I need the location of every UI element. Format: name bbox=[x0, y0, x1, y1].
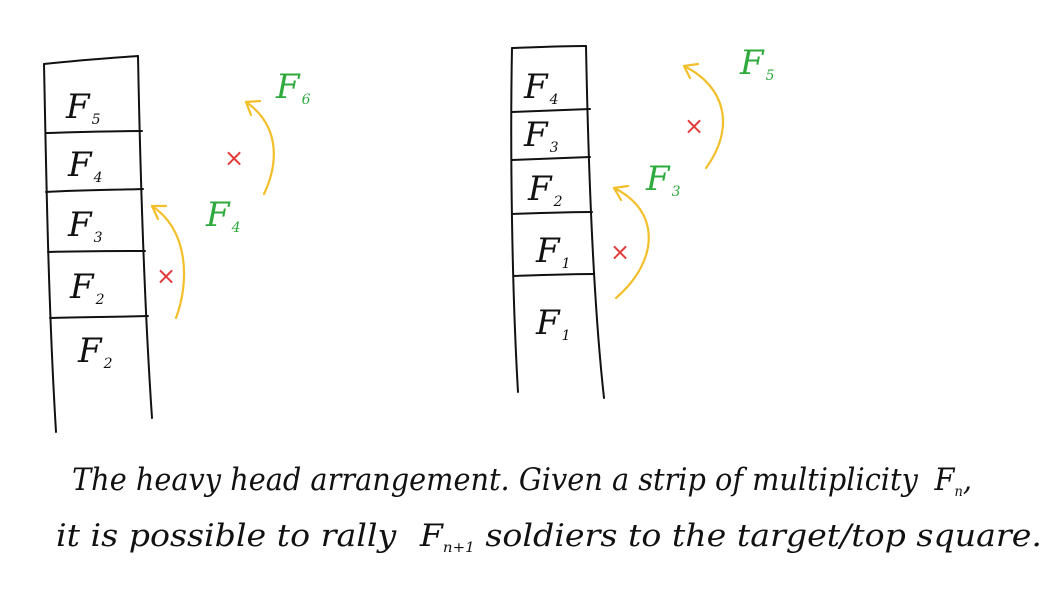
left-strip-top-edge bbox=[43, 55, 139, 65]
left-strip-divider bbox=[45, 188, 144, 193]
arrow-head bbox=[682, 62, 700, 80]
left-strip-right-edge bbox=[137, 55, 153, 419]
curved-arrow bbox=[150, 204, 186, 320]
right-strip-top-edge bbox=[511, 45, 587, 49]
cross-mark: × bbox=[224, 144, 244, 172]
cross-mark: × bbox=[156, 262, 176, 290]
right-strip-divider bbox=[511, 211, 593, 215]
right-arrows bbox=[612, 62, 725, 300]
arrow-head bbox=[612, 184, 630, 202]
caption-line-1: The heavy head arrangement. Given a stri… bbox=[72, 462, 972, 500]
curved-arrow bbox=[244, 100, 275, 196]
left-strip-left-edge bbox=[43, 63, 57, 433]
left-arrows bbox=[150, 99, 275, 320]
caption: The heavy head arrangement. Given a stri… bbox=[56, 462, 1042, 556]
right-strip bbox=[510, 45, 605, 399]
right-strip-left-edge bbox=[510, 47, 519, 393]
left-strip bbox=[43, 55, 153, 433]
curved-arrow bbox=[682, 64, 725, 170]
right-strip-right-edge bbox=[585, 45, 605, 399]
left-strip-divider bbox=[49, 315, 149, 319]
curved-arrow bbox=[612, 186, 650, 300]
arrow-head bbox=[150, 204, 168, 221]
arrow-head bbox=[244, 99, 262, 117]
cross-mark: × bbox=[684, 112, 704, 140]
right-strip-divider bbox=[511, 108, 591, 113]
left-strip-divider bbox=[45, 130, 143, 134]
right-strip-divider bbox=[513, 273, 595, 277]
cross-mark: × bbox=[610, 238, 630, 266]
right-strip-divider bbox=[511, 156, 591, 161]
left-strip-divider bbox=[47, 250, 146, 253]
